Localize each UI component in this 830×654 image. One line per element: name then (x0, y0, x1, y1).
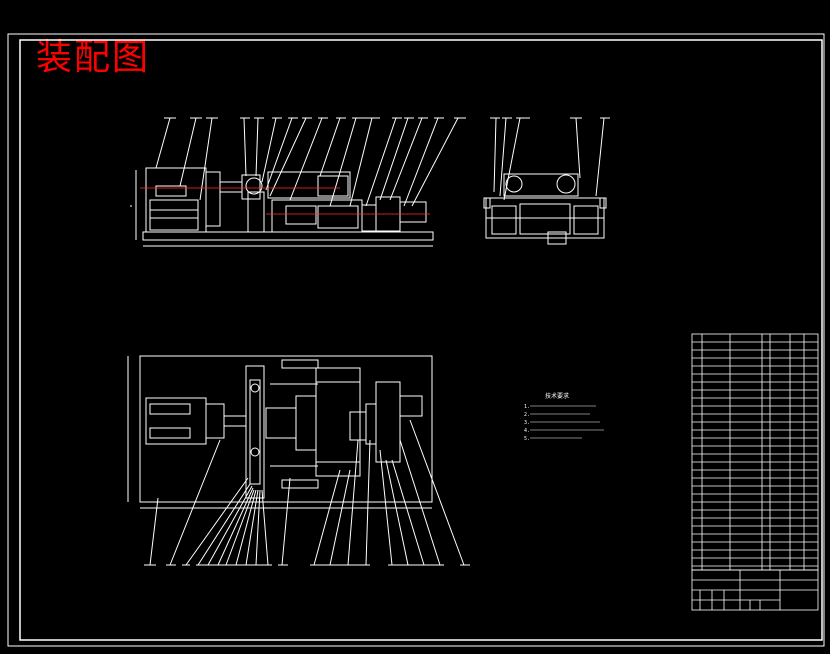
tech-note-2: 2. (524, 412, 530, 418)
sheet-inner-border (19, 39, 823, 641)
parts-list-table (691, 333, 819, 571)
tech-note-3: 3. (524, 420, 530, 426)
sheet-outer-border (7, 33, 825, 647)
drawing-title: 装配图 (36, 37, 151, 78)
title-block (691, 569, 819, 611)
top-view (127, 355, 470, 566)
tech-note-lines (530, 405, 604, 439)
front-view-center-lines (140, 187, 430, 215)
tech-note-5: 5. (524, 436, 530, 442)
tech-note-1: 1. (524, 404, 530, 410)
side-view (483, 117, 610, 245)
technical-notes: 技术要求 1. 2. 3. 4. 5. (524, 392, 569, 442)
front-view (130, 117, 466, 247)
tech-note-4: 4. (524, 428, 530, 434)
tech-notes-heading: 技术要求 (545, 392, 569, 400)
